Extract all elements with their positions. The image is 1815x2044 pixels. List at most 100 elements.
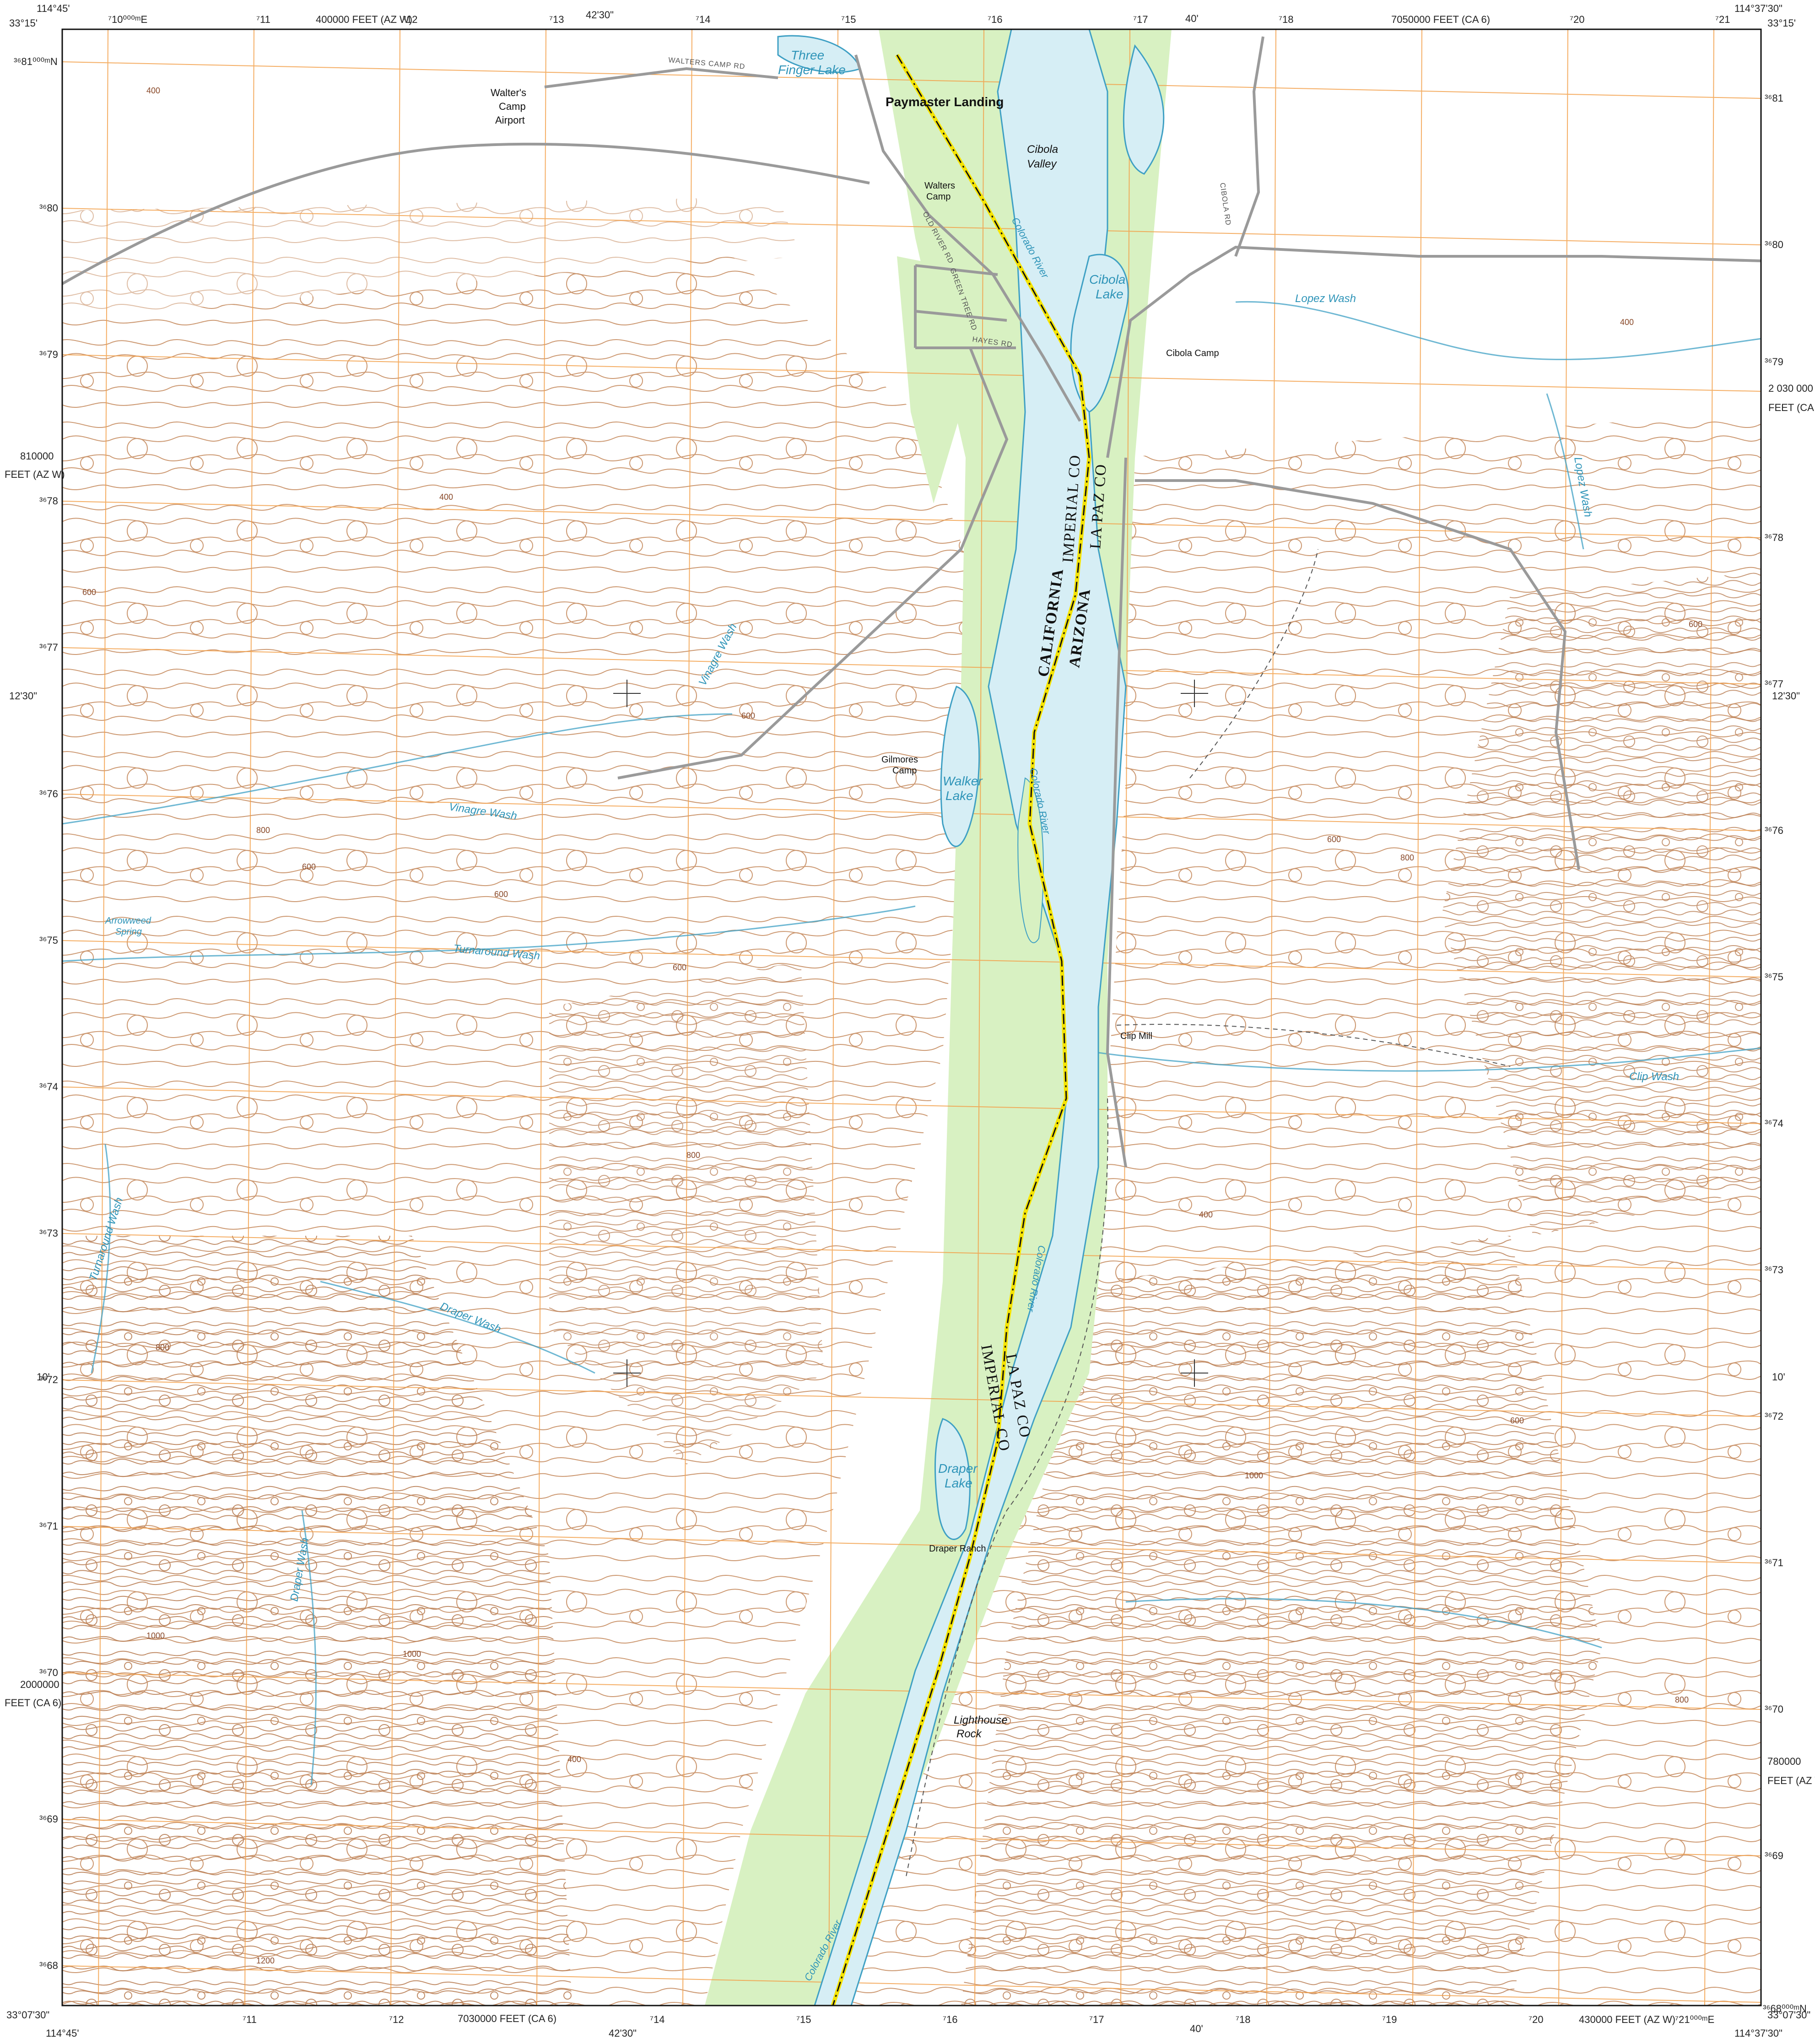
contour-label: 600 xyxy=(1510,1416,1524,1425)
easting-bottom-11: ⁷11 xyxy=(243,2014,257,2025)
walters-camp-airport-label-1: Walter's xyxy=(491,87,526,98)
left-azw-num: 810000 xyxy=(20,450,54,462)
northing-left-73: ³⁶73 xyxy=(39,1227,58,1239)
contour-area-north xyxy=(62,197,801,320)
northing-left-75: ³⁶75 xyxy=(39,935,58,946)
draper-lake-label-1: Draper xyxy=(938,1461,978,1476)
left-ca6-unit: FEET (CA 6) xyxy=(5,1697,61,1709)
utm-grid xyxy=(62,29,1761,2006)
corner-se-lon: 114°37'30" xyxy=(1734,2028,1783,2039)
bottom-mid-lon: 42'30" xyxy=(609,2028,637,2039)
right-utm-last: ³⁶68⁰⁰⁰ᵐN xyxy=(1763,2003,1807,2014)
road-cibola-east xyxy=(1135,479,1580,870)
top-utm-first: ⁷10⁰⁰⁰ᵐE xyxy=(108,14,147,25)
easting-bottom-14: ⁷14 xyxy=(650,2014,664,2025)
northing-right-71: ³⁶71 xyxy=(1765,1557,1783,1568)
contour-label: 600 xyxy=(302,862,316,871)
bottom-azw: 430000 FEET (AZ W) xyxy=(1579,2014,1675,2025)
bottom-ca6: 7030000 FEET (CA 6) xyxy=(458,2013,556,2024)
corner-nw-lat: 33°15' xyxy=(9,17,38,29)
contour-label: 600 xyxy=(82,588,96,597)
bottom-40: 40' xyxy=(1190,2023,1203,2034)
cibola-valley-label-1: Cibola xyxy=(1027,143,1058,156)
northing-left-69: ³⁶69 xyxy=(39,1813,58,1825)
boundary-line-dash xyxy=(832,54,1090,2006)
cibola-lake-label-1: Cibola xyxy=(1089,272,1125,287)
bottom-utm-last: ⁷21⁰⁰⁰ᵐE xyxy=(1675,2014,1714,2025)
corner-ne-lat: 33°15' xyxy=(1767,17,1796,29)
easting-bottom-17: ⁷17 xyxy=(1089,2014,1104,2025)
contour-label: 600 xyxy=(673,963,686,972)
contour-labels: 400 400 400 600 600 600 600 800 800 1000… xyxy=(82,86,1702,1965)
contour-label: 600 xyxy=(1327,835,1341,844)
northing-left-70: ³⁶70 xyxy=(39,1667,58,1678)
northing-left-72: ³⁶72 xyxy=(39,1374,58,1385)
easting-bottom-19: ⁷19 xyxy=(1382,2014,1397,2025)
northing-left-71: ³⁶71 xyxy=(39,1520,58,1532)
northing-right-70: ³⁶70 xyxy=(1765,1703,1783,1715)
neat-line xyxy=(61,28,1762,2006)
easting-top-13: ⁷13 xyxy=(549,14,564,25)
cibola-valley-channel xyxy=(1123,44,1165,175)
top-40: 40' xyxy=(1185,13,1199,24)
corner-ne-lon: 114°37'30" xyxy=(1734,3,1783,14)
top-mid-lon: 42'30" xyxy=(586,9,614,21)
contour-label: 400 xyxy=(146,86,160,95)
draper-lake-label-2: Lake xyxy=(945,1476,972,1490)
contour-label: 1000 xyxy=(146,1631,165,1640)
easting-bottom-15: ⁷15 xyxy=(796,2014,811,2025)
northing-labels-left: ³⁶80 ³⁶79 ³⁶78 ³⁶77 ³⁶76 ³⁶75 ³⁶74 ³⁶73 … xyxy=(39,202,58,1971)
trails xyxy=(906,549,1511,1877)
gilmores-camp-label-2: Camp xyxy=(892,766,917,776)
right-1230: 12'30" xyxy=(1772,690,1800,702)
washes xyxy=(62,301,1761,1785)
contour-label: 400 xyxy=(567,1755,581,1764)
northing-right-72: ³⁶72 xyxy=(1765,1411,1783,1422)
northing-left-78: ³⁶78 xyxy=(39,495,58,507)
contour-label: 400 xyxy=(1199,1210,1213,1219)
easting-top-11: ⁷11 xyxy=(256,14,270,25)
easting-labels: ⁷11 ⁷12 ⁷13 ⁷14 ⁷15 ⁷16 ⁷17 ⁷18 ⁷20 ⁷21 … xyxy=(243,14,1730,2025)
draper-ranch-label: Draper Ranch xyxy=(929,1544,986,1554)
northing-right-78: ³⁶78 xyxy=(1765,532,1783,543)
easting-top-17: ⁷17 xyxy=(1133,14,1148,25)
walker-lake-shape xyxy=(940,686,980,847)
right-10: 10' xyxy=(1772,1371,1785,1383)
contour-label: 1000 xyxy=(403,1649,421,1659)
right-ca6-unit: FEET (CA 6) xyxy=(1768,402,1815,413)
walters-camp-label-2: Camp xyxy=(926,192,951,202)
left-10: 10' xyxy=(37,1371,50,1383)
collar-labels: 33°15' 114°45' 114°37'30" 33°15' 33°07'3… xyxy=(5,3,1815,2039)
crosshairs xyxy=(613,680,1208,1387)
northing-labels-right: ³⁶81 ³⁶80 ³⁶79 ³⁶78 ³⁶77 ³⁶76 ³⁶75 ³⁶74 … xyxy=(1765,92,1783,1861)
contour-label: 600 xyxy=(494,890,508,899)
easting-top-14: ⁷14 xyxy=(696,14,710,25)
contour-label: 800 xyxy=(156,1343,169,1352)
contour-label: 800 xyxy=(1400,853,1414,862)
contour-label: 1000 xyxy=(1245,1471,1263,1480)
contour-label: 800 xyxy=(1675,1695,1689,1704)
road-cibola xyxy=(1106,245,1761,458)
easting-top-15: ⁷15 xyxy=(841,14,856,25)
clip-mill-label: Clip Mill xyxy=(1120,1031,1152,1041)
left-ca6-num: 2000000 xyxy=(20,1679,59,1690)
road-old-river xyxy=(854,54,1081,422)
three-finger-lake-label-1: Three xyxy=(791,48,824,62)
corner-se-lat: 33°07'30" xyxy=(1767,2009,1810,2021)
contour-area-west-dense xyxy=(62,1236,572,2006)
road-west-hwy xyxy=(61,142,870,285)
easting-bottom-18: ⁷18 xyxy=(1236,2014,1250,2025)
cibola-camp-label: Cibola Camp xyxy=(1166,348,1219,358)
northing-right-80: ³⁶80 xyxy=(1765,239,1783,250)
northing-left-68: ³⁶68 xyxy=(39,1960,58,1971)
northing-right-81: ³⁶81 xyxy=(1765,92,1783,104)
contour-label: 600 xyxy=(741,711,755,720)
walters-camp-airport-label-2: Camp xyxy=(499,101,526,112)
northing-right-79: ³⁶79 xyxy=(1765,356,1783,368)
contour-label: 400 xyxy=(1620,318,1634,327)
northing-left-79: ³⁶79 xyxy=(39,349,58,360)
walker-lake-label-2: Lake xyxy=(945,789,973,803)
road-airport xyxy=(544,67,778,88)
easting-bottom-16: ⁷16 xyxy=(943,2014,957,2025)
